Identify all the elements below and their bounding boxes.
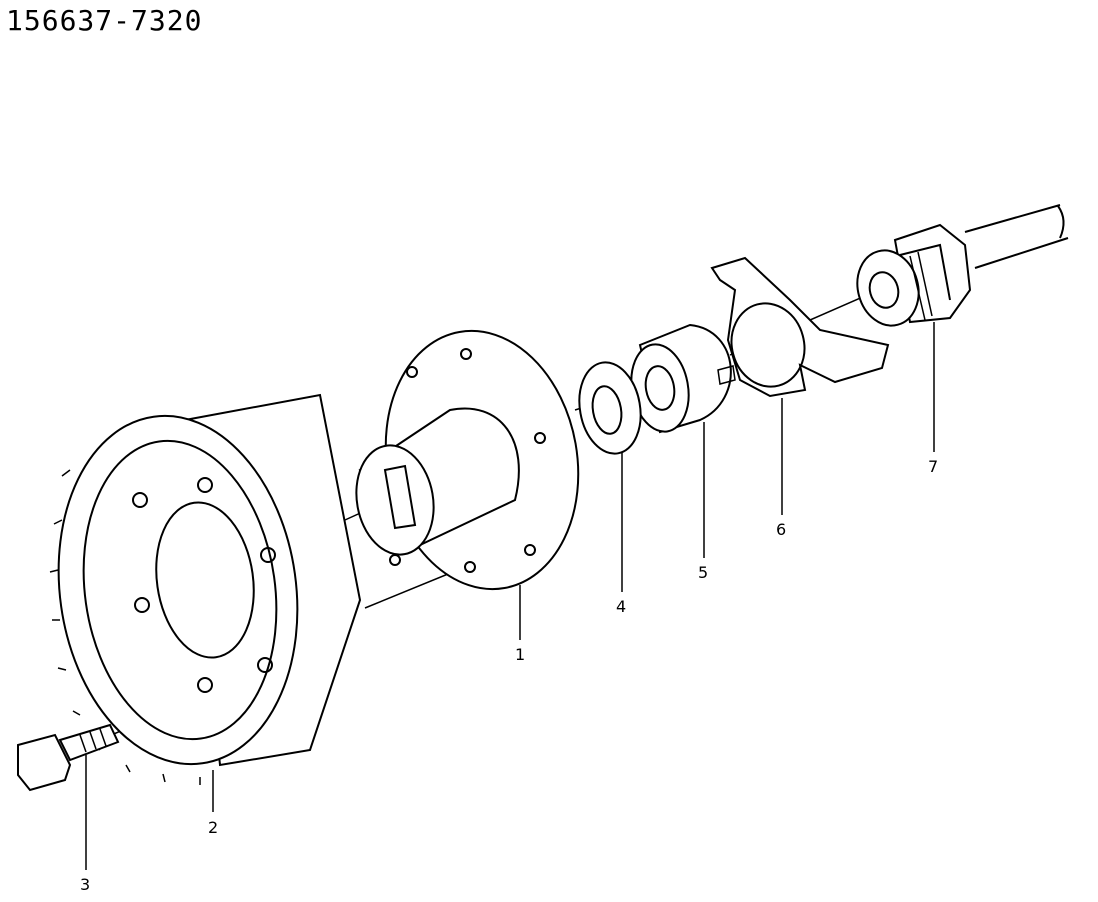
leader-lines [85,322,935,870]
callout-1: 1 [515,645,525,664]
part-5-collar [630,323,736,434]
part-6-lock-plate [710,256,890,398]
callout-2: 2 [208,818,218,837]
callout-5: 5 [698,563,708,582]
part-1-hub [355,329,580,591]
callout-6: 6 [776,520,786,539]
part-7-shaft-nut [856,204,1069,327]
callout-4: 4 [616,597,626,616]
callout-3: 3 [80,875,90,894]
part-2-gear [49,393,362,785]
part-4-washer [578,361,642,455]
part-3-bolt [17,723,120,792]
diagram-title: 156637-7320 [6,4,203,37]
callout-7: 7 [928,457,938,476]
